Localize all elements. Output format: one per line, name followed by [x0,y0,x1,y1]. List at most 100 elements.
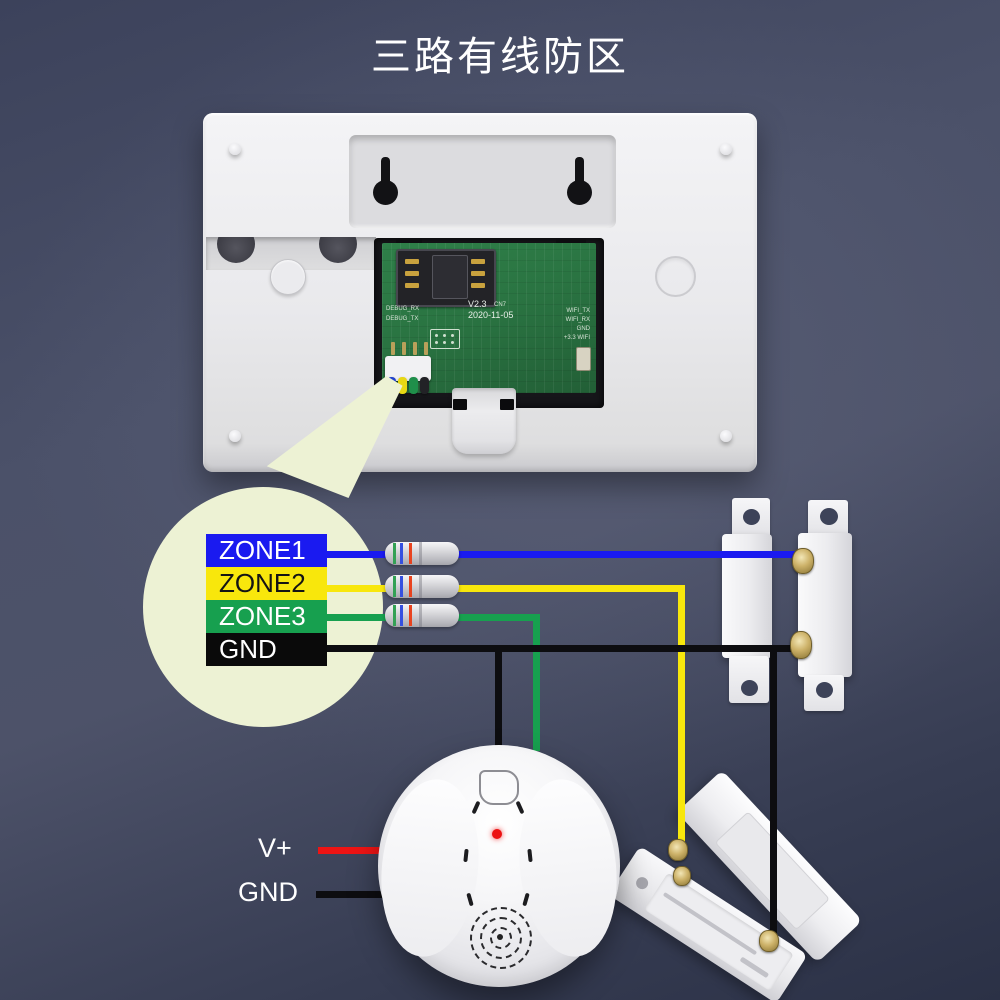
resistor-band [393,543,396,564]
screw-terminal [673,866,691,886]
resistor-band [409,576,412,597]
vplus-label: V+ [258,833,292,863]
pcb-label-33wifi: +3.3 WIFI [563,335,590,341]
resistor-band [400,576,403,597]
pcb-label-debug-rx: DEBUG_RX [386,306,420,312]
mount-hole [743,509,760,525]
resistor-band [400,605,403,626]
connector-pin [402,342,406,355]
cable-cover-tongue [452,388,516,454]
keyhole-slot [575,157,584,185]
eol-resistor-zone1 [385,542,459,565]
speaker-grille [470,907,532,969]
cover-clip [396,238,422,245]
smoke-gnd-wire-black [316,891,398,898]
gnd-wire-smoke-drop [495,645,502,751]
pcb-compartment: DEBUG_RX DEBUG_TX CN7 V2.3 2020-11-05 WI… [374,238,604,408]
pcb-version: V2.3 [468,299,487,309]
mount-hole [741,680,758,696]
door-sensor-1 [720,498,860,713]
corner-pin [229,430,241,442]
connector-pin [391,342,395,355]
speaker-center [497,934,503,940]
pcb-label-debug-tx: DEBUG_TX [386,316,419,322]
alarm-led [492,829,502,839]
zone-row-zone3: ZONE3 [206,600,327,633]
screw-terminal [668,839,688,861]
zone-wire-connector [385,342,431,394]
vent-slot [515,800,525,815]
magnet-bottom-tab [729,656,769,703]
sim-contact [471,283,485,288]
gnd-wire-black [327,645,799,652]
sim-contact [405,259,419,264]
switch-top-tab [808,500,848,538]
cover-clip [556,238,586,245]
mounting-recess [349,135,616,228]
pcb-pad-block [430,329,460,349]
connector-pin [424,342,428,355]
speaker-knockout-circle [655,256,696,297]
zone3-wire-green-drop [533,614,540,751]
gnd-wire-sensor2-drop [770,645,777,946]
sim-card-slot [396,249,496,307]
sim-contact [405,283,419,288]
cable-notch [319,237,357,263]
screw-terminal [792,548,814,574]
cover-slot [500,399,514,410]
screw-terminal [790,631,812,659]
smoke-gnd-label: GND [238,877,298,907]
sim-contact [405,271,419,276]
keyhole-hole [373,180,398,205]
groove [739,956,770,979]
mount-hole [816,682,833,698]
eol-resistor-zone3 [385,604,459,627]
zone2-wire-yellow [327,585,685,592]
zone-row-zone2: ZONE2 [206,567,327,600]
main-pcb: DEBUG_RX DEBUG_TX CN7 V2.3 2020-11-05 WI… [382,243,596,394]
cable-notch [217,237,255,263]
resistor-band [393,576,396,597]
zone2-wire-yellow-drop [678,585,685,851]
corner-pin [229,143,241,155]
pcb-label-wifi-tx: WIFI_TX [566,308,590,314]
smoke-vplus-wire-red [318,847,392,854]
pcb-label-gnd: GND [576,326,590,332]
zone-row-zone1: ZONE1 [206,534,327,567]
zone-row-gnd: GND [206,633,327,666]
screw-terminal [759,930,779,952]
resistor-band [409,605,412,626]
cover-slot [453,399,467,410]
aux-connector [576,347,591,371]
switch-bottom-tab [804,675,844,711]
wire-stub-yellow [398,377,407,394]
alarm-panel-back: DEBUG_RX DEBUG_TX CN7 V2.3 2020-11-05 WI… [203,113,757,472]
corner-pin [720,143,732,155]
smoke-detector [372,745,626,987]
connector-pin [413,342,417,355]
mount-hole [633,874,651,892]
magnet-top-tab [732,498,770,538]
pcb-date: 2020-11-05 [468,310,514,320]
zone1-wire-blue [327,551,799,558]
sim-contact [471,271,485,276]
mount-hole [820,508,838,525]
diagram-title: 三路有线防区 [371,35,629,79]
resistor-band [393,605,396,626]
sim-slot-lid [432,255,468,299]
test-button [479,770,519,805]
wire-stub-green [409,377,418,394]
groove [662,892,758,956]
vent-slot [471,800,481,815]
sim-contact [471,259,485,264]
pcb-label-cn7: CN7 [494,302,507,308]
resistor-band [400,543,403,564]
corner-pin [720,430,732,442]
speaker-grille [480,917,522,959]
keyhole-hole [567,180,592,205]
cable-knockout [270,259,306,295]
resistor-band [409,543,412,564]
speaker-grille [490,927,512,949]
wire-stub-black [420,377,429,394]
